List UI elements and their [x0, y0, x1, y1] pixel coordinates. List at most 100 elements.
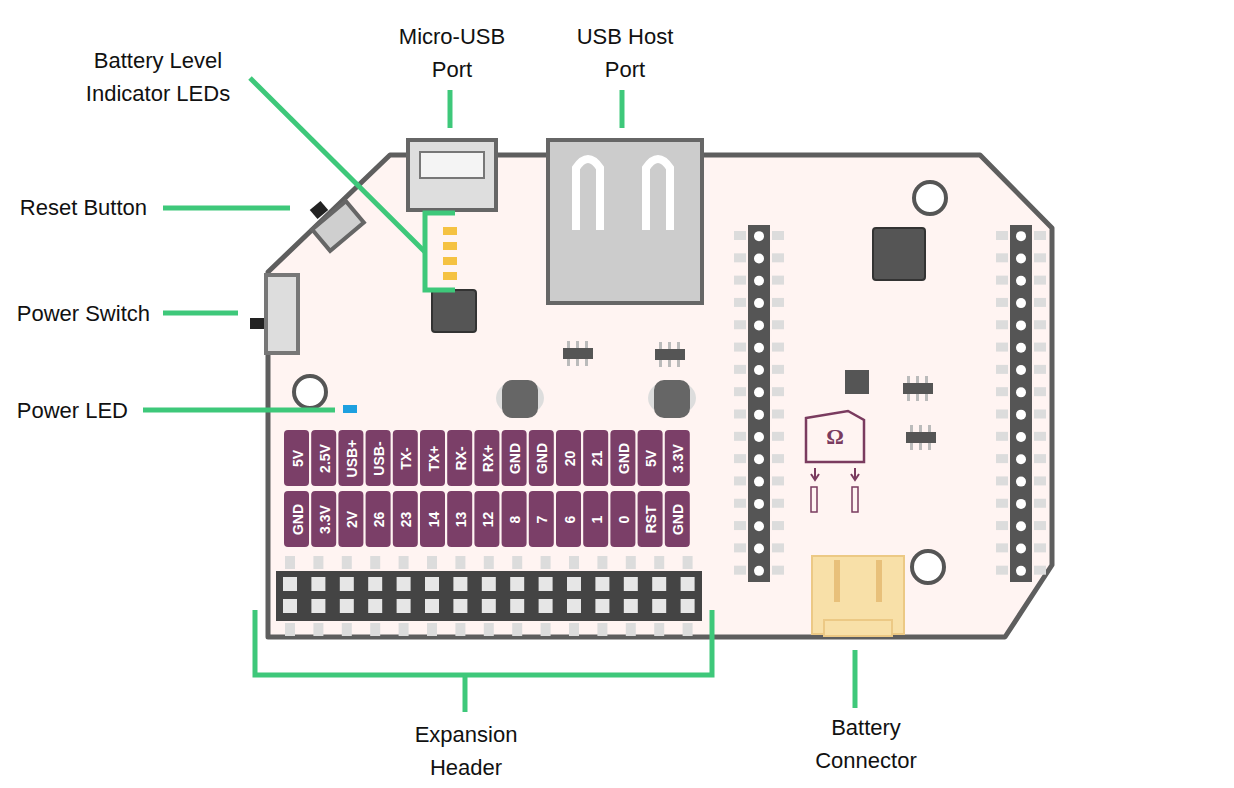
callout-label: Power LED	[0, 394, 128, 427]
header-pad	[683, 556, 693, 569]
pin-name: 13	[447, 493, 472, 545]
header-pad	[370, 556, 380, 569]
leader-line	[448, 90, 453, 128]
header-hole	[311, 577, 325, 591]
header-hole	[453, 599, 467, 613]
callout-label: Micro-USB Port	[392, 20, 512, 86]
header-pad	[734, 365, 746, 374]
header-pad	[996, 476, 1008, 485]
pin-name: 5V	[638, 432, 663, 484]
pin-label-box	[393, 430, 418, 486]
pin-label-box	[311, 491, 336, 547]
header-pad	[772, 454, 784, 463]
logo-arrow	[811, 468, 859, 480]
pin-name: RX-	[447, 432, 472, 484]
pin-name: RX+	[474, 432, 499, 484]
logo-mark	[811, 487, 817, 512]
header-hole	[1016, 387, 1026, 397]
pin-name: TX-	[393, 432, 418, 484]
header-hole	[754, 410, 764, 420]
header-pad	[996, 543, 1008, 552]
capacitor	[654, 380, 690, 418]
header-pad	[1034, 231, 1046, 240]
pin-name: USB-	[366, 432, 391, 484]
header-pad	[996, 410, 1008, 419]
mounting-hole	[914, 182, 946, 214]
header-hole	[567, 599, 581, 613]
header-pad	[996, 320, 1008, 329]
header-hole	[340, 577, 354, 591]
ic-chip	[845, 370, 869, 394]
pin-label-box	[665, 430, 690, 486]
header-hole	[754, 387, 764, 397]
header-hole	[754, 454, 764, 464]
header-pad	[772, 253, 784, 262]
header-pad	[1034, 432, 1046, 441]
header-pad	[427, 556, 437, 569]
battery-led	[443, 242, 457, 250]
pin-header	[748, 225, 770, 582]
pin-label-box	[420, 430, 445, 486]
header-hole	[425, 577, 439, 591]
header-pad	[1034, 410, 1046, 419]
header-pad	[1034, 566, 1046, 575]
header-pad	[772, 387, 784, 396]
transistor	[903, 383, 933, 394]
header-pad	[734, 521, 746, 530]
header-hole	[595, 577, 609, 591]
header-pad	[996, 387, 1008, 396]
header-hole	[754, 477, 764, 487]
pin-name: 2V	[338, 493, 363, 545]
header-hole	[1016, 298, 1026, 308]
header-pad	[1034, 543, 1046, 552]
pin-name: 8	[502, 493, 527, 545]
header-pad	[654, 556, 664, 569]
pin-label-box	[610, 430, 635, 486]
header-hole	[482, 577, 496, 591]
leader-line	[425, 213, 455, 290]
battery-led	[443, 272, 457, 280]
usb-contact	[576, 159, 600, 230]
header-hole	[1016, 454, 1026, 464]
header-pad	[597, 556, 607, 569]
pin-label-box	[474, 430, 499, 486]
header-pad	[626, 623, 636, 636]
header-pad	[734, 432, 746, 441]
header-pad	[541, 623, 551, 636]
callout-label: Expansion Header	[401, 718, 531, 784]
header-pad	[772, 231, 784, 240]
callout-label: USB Host Port	[565, 20, 685, 86]
header-pad	[1034, 276, 1046, 285]
header-pad	[569, 623, 579, 636]
header-pad	[342, 623, 352, 636]
pin-name: 1	[583, 493, 608, 545]
pin-label-box	[311, 430, 336, 486]
leader-line	[463, 675, 468, 712]
header-hole	[681, 577, 695, 591]
leader-line	[250, 78, 425, 252]
header-hole	[1016, 365, 1026, 375]
header-hole	[539, 599, 553, 613]
pin-label-box	[556, 491, 581, 547]
header-pad	[734, 320, 746, 329]
header-hole	[754, 276, 764, 286]
header-pad	[772, 432, 784, 441]
header-pad	[1034, 387, 1046, 396]
pin-name: TX+	[420, 432, 445, 484]
header-pad	[285, 556, 295, 569]
pin-label-box	[638, 491, 663, 547]
header-pad	[734, 454, 746, 463]
header-hole	[283, 599, 297, 613]
pin-name: 3.3V	[311, 493, 336, 545]
pin-label-box	[366, 491, 391, 547]
header-hole	[754, 231, 764, 241]
header-hole	[311, 599, 325, 613]
mounting-hole	[912, 551, 944, 583]
header-pad	[285, 623, 295, 636]
ic-chip	[873, 228, 925, 280]
header-pad	[734, 343, 746, 352]
header-pad	[996, 432, 1008, 441]
pin-label-box	[366, 430, 391, 486]
header-hole	[510, 599, 524, 613]
